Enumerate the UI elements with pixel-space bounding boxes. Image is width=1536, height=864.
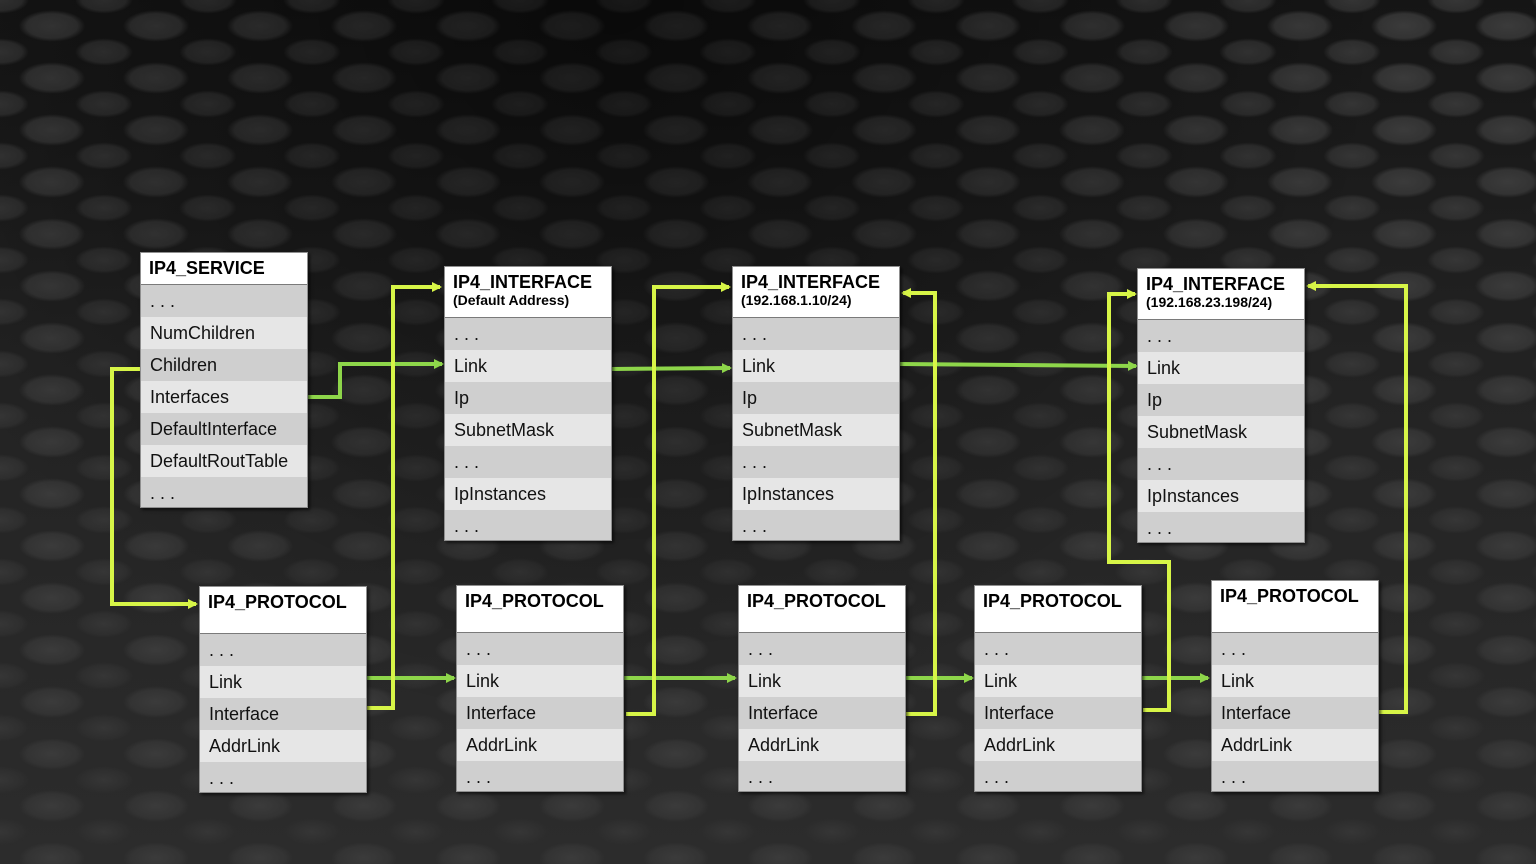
field-row: Interface <box>457 697 623 729</box>
field-row: AddrLink <box>457 729 623 761</box>
box-subtitle: (192.168.1.10/24) <box>741 292 852 308</box>
field-row: Ip <box>1138 384 1304 416</box>
field-row: Interface <box>975 697 1141 729</box>
box-header: IP4_PROTOCOL <box>739 586 905 633</box>
field-row: AddrLink <box>975 729 1141 761</box>
field-row: Link <box>457 665 623 697</box>
field-row: Children <box>141 349 307 381</box>
wire-proto1-interface-to-iface1 <box>367 282 442 710</box>
wire-proto4-interface-to-iface3 <box>1107 289 1171 712</box>
field-row: Interface <box>200 698 366 730</box>
wire-proto2-interface-to-iface2 <box>626 282 731 716</box>
box-header: IP4_INTERFACE (Default Address) <box>445 267 611 318</box>
field-row: Link <box>1212 665 1378 697</box>
wire-proto3-interface-to-iface2 <box>901 288 937 716</box>
field-row: Link <box>733 350 899 382</box>
ip4-interface-192-168-1-10-box: IP4_INTERFACE (192.168.1.10/24) . . . Li… <box>732 266 900 541</box>
wire-iface1-link-to-iface2-link <box>610 363 732 374</box>
ip4-interface-default-box: IP4_INTERFACE (Default Address) . . . Li… <box>444 266 612 541</box>
field-row: . . . <box>739 761 905 791</box>
field-row: DefaultInterface <box>141 413 307 445</box>
wire-proto5-interface-to-iface3 <box>1306 281 1408 714</box>
box-title: IP4_PROTOCOL <box>465 591 604 611</box>
field-row: NumChildren <box>141 317 307 349</box>
field-row: AddrLink <box>1212 729 1378 761</box>
box-title: IP4_INTERFACE <box>741 272 881 292</box>
field-row: . . . <box>975 633 1141 665</box>
field-row: . . . <box>733 446 899 478</box>
box-header: IP4_INTERFACE (192.168.23.198/24) <box>1138 269 1304 320</box>
ip4-protocol-box-2: IP4_PROTOCOL . . . Link Interface AddrLi… <box>456 585 624 792</box>
field-row: Link <box>200 666 366 698</box>
box-subtitle: (192.168.23.198/24) <box>1146 294 1273 310</box>
box-header: IP4_PROTOCOL <box>1212 581 1378 633</box>
field-row: AddrLink <box>200 730 366 762</box>
box-header: IP4_PROTOCOL <box>200 587 366 634</box>
field-row: . . . <box>457 633 623 665</box>
field-row: IpInstances <box>1138 480 1304 512</box>
field-row: . . . <box>200 634 366 666</box>
field-row: SubnetMask <box>1138 416 1304 448</box>
field-row: IpInstances <box>445 478 611 510</box>
field-row: . . . <box>1212 633 1378 665</box>
field-row: Link <box>975 665 1141 697</box>
field-row: Ip <box>445 382 611 414</box>
field-row: Link <box>1138 352 1304 384</box>
field-row: . . . <box>141 285 307 317</box>
wire-children-to-protocol <box>110 367 198 609</box>
box-title: IP4_INTERFACE <box>453 272 593 292</box>
field-row: . . . <box>1138 512 1304 542</box>
field-row: . . . <box>1138 448 1304 480</box>
field-row: Interface <box>739 697 905 729</box>
field-row: . . . <box>1138 320 1304 352</box>
ip4-protocol-box-1: IP4_PROTOCOL . . . Link Interface AddrLi… <box>199 586 367 793</box>
box-header: IP4_PROTOCOL <box>975 586 1141 633</box>
box-title: IP4_INTERFACE <box>1146 274 1286 294</box>
field-row: . . . <box>1212 761 1378 791</box>
box-title: IP4_PROTOCOL <box>208 592 347 612</box>
field-row: SubnetMask <box>733 414 899 446</box>
box-header: IP4_INTERFACE (192.168.1.10/24) <box>733 267 899 318</box>
field-row: SubnetMask <box>445 414 611 446</box>
box-title: IP4_PROTOCOL <box>747 591 886 611</box>
ip4-protocol-box-5: IP4_PROTOCOL . . . Link Interface AddrLi… <box>1211 580 1379 792</box>
field-row: . . . <box>141 477 307 507</box>
field-row: . . . <box>975 761 1141 791</box>
field-row: Link <box>739 665 905 697</box>
field-row: . . . <box>200 762 366 792</box>
ip4-interface-192-168-23-198-box: IP4_INTERFACE (192.168.23.198/24) . . . … <box>1137 268 1305 543</box>
field-row: Interface <box>1212 697 1378 729</box>
field-row: . . . <box>457 761 623 791</box>
field-row: Link <box>445 350 611 382</box>
wire-iface2-link-to-iface3-link <box>898 360 1138 371</box>
box-title: IP4_PROTOCOL <box>1220 586 1359 606</box>
box-header: IP4_SERVICE <box>141 253 307 285</box>
box-subtitle: (Default Address) <box>453 292 570 308</box>
field-row: Interfaces <box>141 381 307 413</box>
field-row: . . . <box>445 318 611 350</box>
field-row: . . . <box>739 633 905 665</box>
field-row: . . . <box>445 446 611 478</box>
field-row: . . . <box>733 510 899 540</box>
field-row: . . . <box>733 318 899 350</box>
ip4-service-box: IP4_SERVICE . . . NumChildren Children I… <box>140 252 308 508</box>
ip4-protocol-box-4: IP4_PROTOCOL . . . Link Interface AddrLi… <box>974 585 1142 792</box>
box-title: IP4_PROTOCOL <box>983 591 1122 611</box>
box-title: IP4_SERVICE <box>149 258 265 278</box>
field-row: DefaultRoutTable <box>141 445 307 477</box>
field-row: Ip <box>733 382 899 414</box>
field-row: . . . <box>445 510 611 540</box>
ip4-protocol-box-3: IP4_PROTOCOL . . . Link Interface AddrLi… <box>738 585 906 792</box>
field-row: AddrLink <box>739 729 905 761</box>
wire-interfaces-to-iface1-link <box>308 359 444 399</box>
field-row: IpInstances <box>733 478 899 510</box>
box-header: IP4_PROTOCOL <box>457 586 623 633</box>
